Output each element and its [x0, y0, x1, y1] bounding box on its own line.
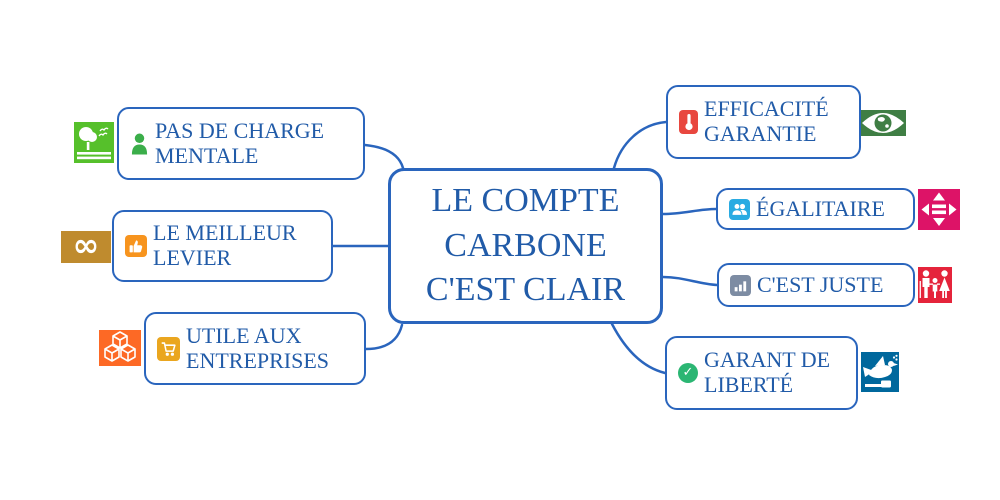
- family-icon: [918, 267, 952, 303]
- central-node[interactable]: LE COMPTE CARBONE C'EST CLAIR: [388, 168, 663, 324]
- node-label: UTILE AUX ENTREPRISES: [186, 322, 330, 373]
- node-le-meilleur-levier[interactable]: LE MEILLEUR LEVIER: [112, 210, 333, 282]
- node-cest-juste[interactable]: C'EST JUSTE: [717, 263, 915, 307]
- node-label: ÉGALITAIRE: [756, 195, 885, 221]
- node-label: LE MEILLEUR LEVIER: [153, 220, 297, 270]
- node-egalitaire[interactable]: ÉGALITAIRE: [716, 188, 915, 230]
- infinity-glyph: ∞: [72, 231, 100, 263]
- person-icon: [130, 131, 149, 157]
- node-label: EFFICACITÉ GARANTIE: [704, 96, 829, 146]
- dove-peace-icon: [861, 352, 899, 392]
- bar-chart-icon: [730, 274, 751, 296]
- node-label: C'EST JUSTE: [757, 271, 884, 297]
- connector-garant-liberte: [610, 322, 667, 375]
- node-utile-aux-entreprises[interactable]: UTILE AUX ENTREPRISES: [144, 312, 366, 385]
- central-node-line2: CARBONE: [444, 226, 607, 264]
- connector-egalitaire: [661, 207, 718, 216]
- node-label: GARANT DE LIBERTÉ: [704, 347, 831, 397]
- node-pas-de-charge-mentale[interactable]: PAS DE CHARGE MENTALE: [117, 107, 365, 180]
- eye-globe-icon: [860, 110, 906, 136]
- check-glyph: ✓: [682, 364, 694, 380]
- cubes-icon: [99, 330, 141, 366]
- shopping-cart-icon: [157, 336, 180, 361]
- node-efficacite-garantie[interactable]: EFFICACITÉ GARANTIE: [666, 85, 861, 159]
- people-icon: [729, 198, 750, 220]
- connector-cest-juste: [661, 275, 719, 287]
- central-node-line1: LE COMPTE: [431, 181, 620, 219]
- node-garant-de-liberte[interactable]: ✓ GARANT DE LIBERTÉ: [665, 336, 858, 410]
- thermometer-icon: [679, 110, 698, 134]
- equality-arrows-icon: [918, 189, 960, 230]
- check-circle-icon: ✓: [678, 363, 698, 383]
- connector-utile-entreprises: [364, 323, 404, 351]
- thumbs-up-icon: [125, 235, 147, 257]
- node-label: PAS DE CHARGE MENTALE: [155, 117, 325, 168]
- connector-pas-de-charge: [363, 143, 405, 170]
- infinity-loop-icon: ∞: [61, 231, 111, 263]
- central-node-line3: C'EST CLAIR: [425, 271, 626, 309]
- connector-efficacite: [612, 120, 668, 170]
- tree-landscape-icon: [74, 122, 114, 163]
